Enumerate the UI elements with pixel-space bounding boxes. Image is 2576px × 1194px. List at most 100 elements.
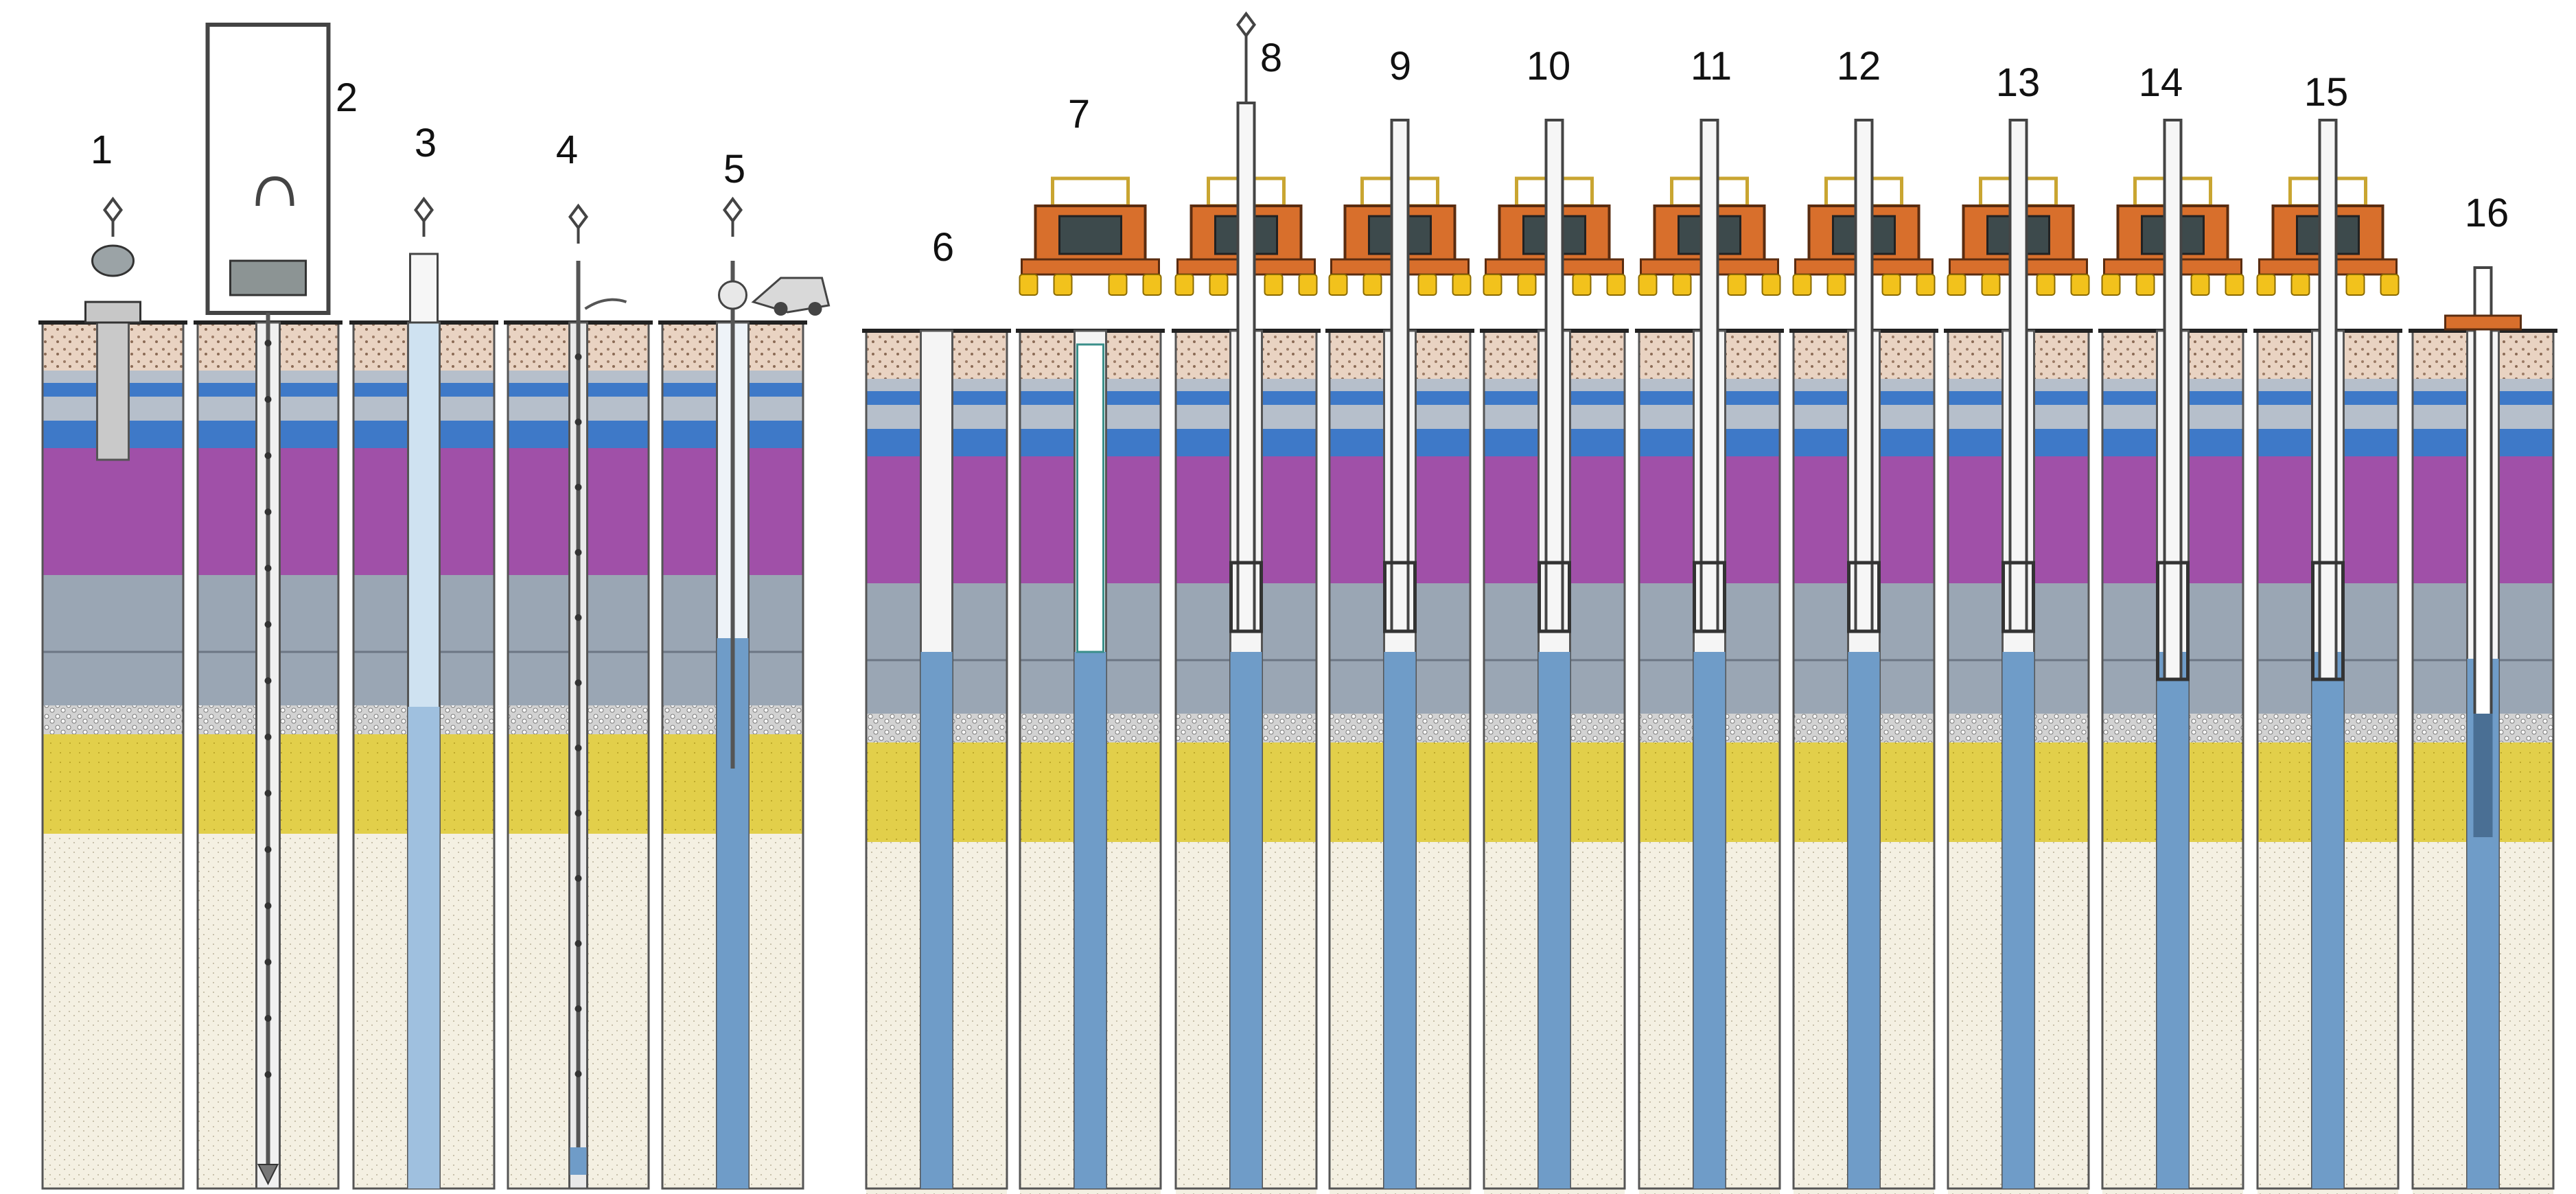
pipe-joint xyxy=(575,614,582,621)
panel-step-1 xyxy=(38,199,187,1189)
pipe-joint xyxy=(575,679,582,686)
rig-clamp xyxy=(1060,216,1122,254)
hydraulic-jack xyxy=(1763,274,1780,295)
concrete-column xyxy=(2003,652,2034,1189)
panel-step-13 xyxy=(1944,120,2093,1194)
rod-joint xyxy=(265,565,272,572)
gravel-layer xyxy=(43,705,183,734)
rod-joint xyxy=(265,959,272,965)
step-label-12: 12 xyxy=(1837,44,1881,89)
steel-casing xyxy=(1078,344,1104,652)
hydraulic-jack xyxy=(1639,274,1657,295)
pipe-joint xyxy=(575,549,582,556)
pipe-joint xyxy=(575,353,582,360)
hydraulic-jack xyxy=(1210,274,1228,295)
hydraulic-jack xyxy=(1917,274,1935,295)
concrete-column xyxy=(1539,652,1570,1189)
hydraulic-jack xyxy=(2137,274,2155,295)
hydraulic-jack xyxy=(2258,274,2275,295)
pipe-bottom xyxy=(570,1147,587,1175)
rig-base xyxy=(1022,259,1159,274)
hook-icon xyxy=(570,206,587,228)
step-label-3: 3 xyxy=(415,121,437,165)
hydraulic-jack xyxy=(1728,274,1746,295)
panel-step-10 xyxy=(1480,120,1629,1194)
pipe-joint xyxy=(575,419,582,425)
hydraulic-jack xyxy=(2102,274,2120,295)
grab-body xyxy=(86,302,141,323)
sand-layer xyxy=(43,734,183,834)
casing-tube xyxy=(1702,120,1718,631)
step-label-7: 7 xyxy=(1068,92,1090,137)
pipe-joint xyxy=(575,1070,582,1077)
step-label-15: 15 xyxy=(2304,70,2349,115)
hydraulic-jack xyxy=(1144,274,1161,295)
rod-joint xyxy=(265,902,272,909)
silt-layer xyxy=(43,575,183,705)
hydraulic-jack xyxy=(2381,274,2399,295)
settled-slurry xyxy=(408,707,440,1189)
casing-tube xyxy=(1546,120,1563,631)
panel-step-14 xyxy=(2098,120,2247,1194)
mixer-wheel xyxy=(774,302,788,316)
rod-joint xyxy=(265,1071,272,1078)
panel-step-2 xyxy=(194,25,343,1189)
hydraulic-jack xyxy=(1794,274,1811,295)
hydraulic-jack xyxy=(1265,274,1283,295)
hydraulic-jack xyxy=(1109,274,1127,295)
hydraulic-jack xyxy=(1673,274,1691,295)
pipe-joint xyxy=(575,745,582,751)
rod-joint xyxy=(265,734,272,740)
step-label-4: 4 xyxy=(556,128,578,172)
hydraulic-jack xyxy=(1299,274,1317,295)
rod-joint xyxy=(265,340,272,347)
hydraulic-jack xyxy=(1883,274,1901,295)
rod-joint xyxy=(265,1015,272,1022)
casing-tube xyxy=(1238,103,1255,631)
step-label-5: 5 xyxy=(723,147,745,191)
hydraulic-jack xyxy=(1982,274,2000,295)
hydraulic-jack xyxy=(1020,274,1038,295)
casing-tube xyxy=(1856,120,1872,631)
hydraulic-jack xyxy=(1608,274,1625,295)
step-label-9: 9 xyxy=(1389,44,1411,89)
hydraulic-jack xyxy=(1054,274,1072,295)
rod-joint xyxy=(265,508,272,515)
concrete-column xyxy=(2157,652,2189,1189)
panels-layer xyxy=(38,14,2557,1194)
hydraulic-jack xyxy=(1484,274,1502,295)
step-label-8: 8 xyxy=(1260,36,1282,80)
hydraulic-jack xyxy=(1330,274,1347,295)
rod-joint xyxy=(265,621,272,628)
step-label-16: 16 xyxy=(2465,191,2509,235)
panel-step-9 xyxy=(1325,120,1474,1194)
panel-step-5 xyxy=(658,199,829,1189)
hydraulic-jack xyxy=(2226,274,2244,295)
hydraulic-jack xyxy=(2037,274,2055,295)
hydraulic-jack xyxy=(1364,274,1382,295)
casing-tube xyxy=(1392,120,1408,631)
panel-step-12 xyxy=(1789,120,1938,1194)
pipe-joint xyxy=(575,484,582,491)
fine-sand-layer xyxy=(43,834,183,1189)
concrete-column xyxy=(2312,652,2344,1189)
panel-step-8 xyxy=(1172,14,1321,1194)
step-label-10: 10 xyxy=(1527,44,1571,89)
rod-joint xyxy=(265,396,272,403)
hydraulic-jack xyxy=(1948,274,1966,295)
pipe-joint xyxy=(575,940,582,947)
rod-joint xyxy=(265,452,272,459)
panel-step-16 xyxy=(2409,268,2557,1194)
guide-wall xyxy=(97,323,129,460)
panel-step-11 xyxy=(1635,120,1784,1194)
pipe-joint xyxy=(575,1005,582,1012)
concrete-column xyxy=(1694,652,1726,1189)
excavator-motor xyxy=(231,261,306,295)
hook-icon xyxy=(416,199,432,221)
rig-rail xyxy=(1053,178,1128,206)
purple-clay-layer xyxy=(43,448,183,575)
hydraulic-jack xyxy=(1176,274,1194,295)
rod-joint xyxy=(265,790,272,797)
hydraulic-jack xyxy=(2292,274,2310,295)
